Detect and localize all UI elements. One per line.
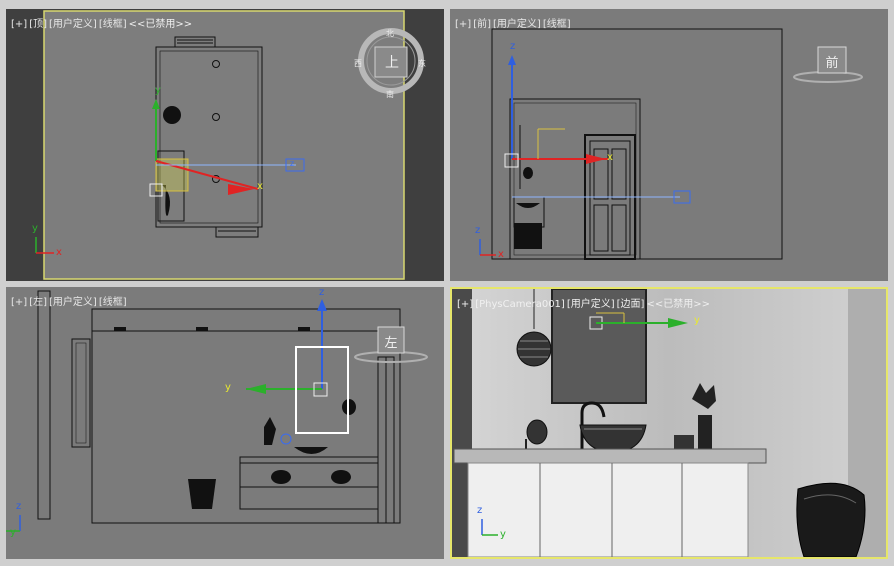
- camera-gizmo-y-label: y: [694, 315, 700, 326]
- top-safe-frame: [43, 10, 405, 280]
- camera-axis-y-label: y: [500, 529, 506, 540]
- top-axis-y-label: y: [32, 223, 38, 234]
- camera-viewport[interactable]: [+][PhysCamera001][用户定义][边面]<<已禁用>> y z …: [450, 287, 888, 559]
- top-menu-plus[interactable]: [+]: [11, 19, 28, 30]
- camera-viewport-canvas[interactable]: [452, 289, 886, 557]
- top-compass-s: 南: [386, 90, 394, 99]
- left-axis-z-label: z: [16, 501, 22, 512]
- top-viewport-canvas[interactable]: [6, 9, 444, 281]
- front-menu-plus[interactable]: [+]: [455, 19, 472, 30]
- camera-shading[interactable]: [边面]: [616, 299, 645, 310]
- top-viewport[interactable]: [+][顶][用户定义][线框]<<已禁用>> 上 北 南 东 西 y x z …: [6, 9, 444, 281]
- camera-viewport-label[interactable]: [+][PhysCamera001][用户定义][边面]<<已禁用>>: [457, 295, 712, 310]
- top-compass-n: 北: [386, 29, 394, 38]
- left-selection-box: [295, 346, 349, 434]
- front-mode[interactable]: [用户定义]: [493, 19, 541, 30]
- left-viewcube-face[interactable]: 左: [384, 336, 398, 351]
- left-view-name[interactable]: [左]: [29, 297, 47, 308]
- front-viewport[interactable]: [+][前][用户定义][线框] 前 z x z x: [450, 9, 888, 281]
- top-shading[interactable]: [线框]: [98, 19, 127, 30]
- front-viewport-label[interactable]: [+][前][用户定义][线框]: [455, 15, 573, 30]
- front-gizmo-z-label: z: [510, 41, 516, 52]
- top-viewcube-face[interactable]: 上: [385, 55, 399, 71]
- top-compass-w: 西: [354, 59, 362, 68]
- camera-axis-z-label: z: [477, 505, 483, 516]
- front-shading[interactable]: [线框]: [542, 19, 571, 30]
- top-gizmo-z-label: z: [290, 159, 295, 168]
- front-viewcube-face[interactable]: 前: [825, 56, 839, 71]
- front-axis-z-label: z: [475, 225, 481, 236]
- top-mode[interactable]: [用户定义]: [49, 19, 97, 30]
- top-viewport-label[interactable]: [+][顶][用户定义][线框]<<已禁用>>: [11, 15, 194, 30]
- camera-mode[interactable]: [用户定义]: [566, 299, 615, 310]
- left-menu-plus[interactable]: [+]: [11, 297, 28, 308]
- left-gizmo-y-label: y: [225, 382, 231, 393]
- top-view-name[interactable]: [顶]: [29, 19, 47, 30]
- front-view-name[interactable]: [前]: [473, 19, 491, 30]
- top-compass-e: 东: [418, 59, 426, 68]
- top-disabled: <<已禁用>>: [128, 19, 193, 30]
- left-viewport-label[interactable]: [+][左][用户定义][线框]: [11, 293, 129, 308]
- front-axis-x-label: x: [498, 249, 504, 260]
- left-axis-y-label: y: [10, 527, 16, 538]
- top-gizmo-y-label: y: [155, 85, 161, 96]
- left-shading[interactable]: [线框]: [98, 297, 127, 308]
- left-gizmo-z-label: z: [319, 287, 325, 298]
- left-mode[interactable]: [用户定义]: [49, 297, 97, 308]
- front-viewport-canvas[interactable]: [450, 9, 888, 281]
- camera-menu-plus[interactable]: [+]: [457, 299, 474, 310]
- top-gizmo-x-label: x: [257, 181, 263, 192]
- left-viewport-canvas[interactable]: [6, 287, 444, 559]
- camera-view-name[interactable]: [PhysCamera001]: [475, 299, 565, 310]
- front-gizmo-x-label: x: [607, 152, 613, 163]
- camera-disabled: <<已禁用>>: [646, 299, 710, 310]
- top-axis-x-label: x: [56, 247, 62, 258]
- left-viewport[interactable]: [+][左][用户定义][线框] 左 z y z y: [6, 287, 444, 559]
